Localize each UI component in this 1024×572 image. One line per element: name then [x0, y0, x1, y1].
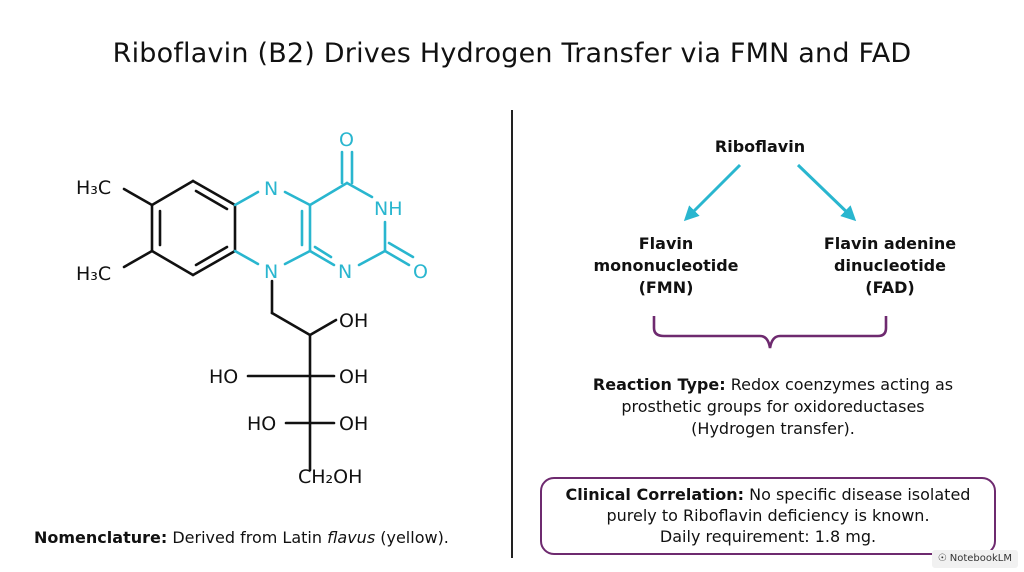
h3c-top-label: H₃C — [76, 177, 111, 199]
fad-node: Flavin adenine dinucleotide (FAD) — [800, 233, 980, 299]
nh-label: NH — [374, 198, 403, 220]
n-ring-label: N — [338, 261, 352, 283]
fmn-node: Flavin mononucleotide (FMN) — [586, 233, 746, 299]
clinical-line-3: Daily requirement: 1.8 mg. — [659, 527, 877, 546]
reaction-label: Reaction Type: — [592, 375, 726, 394]
oh-label-3: OH — [339, 413, 368, 435]
reaction-type-note: Reaction Type: Redox coenzymes acting as… — [548, 374, 998, 440]
nomenclature-text-2: (yellow). — [375, 528, 449, 547]
arrow-to-fad — [796, 163, 857, 222]
nomenclature-italic: flavus — [327, 528, 376, 547]
notebooklm-badge: ☉ NotebookLM — [931, 550, 1018, 568]
fmn-line-2: mononucleotide — [593, 256, 739, 275]
riboflavin-node: Riboflavin — [714, 137, 806, 156]
nomenclature-note: Nomenclature: Derived from Latin flavus … — [34, 528, 449, 547]
badge-text: NotebookLM — [949, 553, 1012, 564]
fad-line-2: dinucleotide — [834, 256, 946, 275]
clinical-line-2: purely to Riboflavin deficiency is known… — [606, 506, 930, 525]
o-right-label: O — [413, 261, 428, 283]
reaction-line-1: Redox coenzymes acting as — [725, 375, 954, 394]
n-top-label: N — [264, 178, 278, 200]
clinical-label: Clinical Correlation: — [565, 485, 745, 504]
fmn-line-3: (FMN) — [638, 278, 694, 297]
reaction-line-3: (Hydrogen transfer). — [691, 419, 855, 438]
grouping-bracket — [652, 316, 888, 349]
clinical-correlation-box: Clinical Correlation: No specific diseas… — [540, 477, 996, 555]
oh-label-1: OH — [339, 310, 368, 332]
riboflavin-structure: H₃C H₃C OH HO OH HO OH CH₂OH N N N O O N… — [76, 129, 428, 488]
h3c-bottom-label: H₃C — [76, 263, 111, 285]
clinical-line-1: No specific disease isolated — [744, 485, 971, 504]
fad-line-3: (FAD) — [865, 278, 915, 297]
flow-arrows — [652, 163, 888, 349]
o-top-label: O — [339, 129, 354, 151]
fmn-line-1: Flavin — [638, 234, 694, 253]
ch2oh-label: CH₂OH — [298, 466, 362, 488]
reaction-line-2: prosthetic groups for oxidoreductases — [621, 397, 925, 416]
vertical-divider — [511, 110, 513, 558]
arrow-to-fmn — [683, 163, 742, 222]
nomenclature-label: Nomenclature: — [34, 528, 168, 547]
ho-label-3: HO — [247, 413, 276, 435]
nomenclature-text-1: Derived from Latin — [167, 528, 328, 547]
ho-label-2: HO — [209, 366, 238, 388]
page-title: Riboflavin (B2) Drives Hydrogen Transfer… — [112, 38, 912, 69]
n-bottom-label: N — [264, 261, 278, 283]
fad-line-1: Flavin adenine — [823, 234, 957, 253]
notebooklm-logo-icon: ☉ — [937, 553, 947, 564]
oh-label-2: OH — [339, 366, 368, 388]
